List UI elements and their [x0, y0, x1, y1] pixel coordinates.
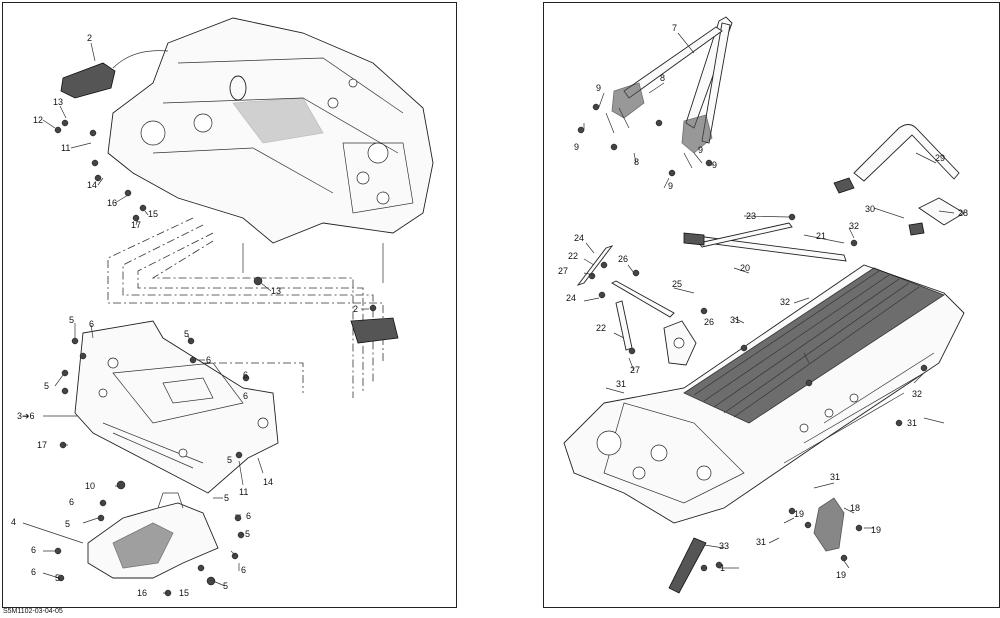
- callout: 32: [849, 221, 859, 231]
- callout: 3➔6: [17, 411, 35, 421]
- callout: 1: [720, 563, 725, 573]
- callout: 5: [184, 329, 189, 339]
- callout: 20: [740, 263, 750, 273]
- callout: 31: [756, 537, 766, 547]
- callout: 17: [131, 220, 141, 230]
- callout: 17: [37, 440, 47, 450]
- callout: 5: [245, 529, 250, 539]
- callout: 6: [241, 565, 246, 575]
- callout: 26: [704, 317, 714, 327]
- callout: 27: [558, 266, 568, 276]
- callout: 13: [271, 286, 281, 296]
- callout: 6: [31, 567, 36, 577]
- skid-plate: [74, 320, 279, 494]
- callout-labels-right: 7 8 9 9 9 8 9 9 29 30 28 23 32 21 24 22 …: [558, 23, 968, 580]
- callout: 2: [353, 304, 358, 314]
- callout: 24: [566, 293, 576, 303]
- callout: 5: [55, 573, 60, 583]
- callout: 19: [836, 570, 846, 580]
- callout: 6: [243, 391, 248, 401]
- callout: 6: [89, 319, 94, 329]
- callout: 6: [246, 511, 251, 521]
- callout: 5: [224, 493, 229, 503]
- document-reference: S5M1102-03-04-05: [3, 608, 63, 615]
- callout: 31: [830, 472, 840, 482]
- plate-part-top: [60, 62, 116, 99]
- callout: 18: [850, 503, 860, 513]
- callout: 9: [668, 181, 673, 191]
- right-diagram-panel: 7 8 9 9 9 8 9 9 29 30 28 23 32 21 24 22 …: [543, 2, 1000, 608]
- callout: 23: [746, 211, 756, 221]
- callout: 31: [616, 379, 626, 389]
- callout: 11: [239, 487, 248, 497]
- callout: 11: [61, 143, 70, 153]
- callout: 16: [137, 588, 147, 598]
- tripod-support: [605, 16, 733, 169]
- callout: 6: [206, 355, 211, 365]
- callout: 14: [263, 477, 273, 487]
- callout: 22: [596, 323, 606, 333]
- chassis-frame: [107, 17, 434, 244]
- left-diagram-panel: 2 13 12 11 14 16 15 17 13 2 5 6 5 6 5 6 …: [2, 2, 457, 608]
- callout: 31: [730, 315, 740, 325]
- callout: 9: [698, 145, 703, 155]
- callout: 7: [672, 23, 677, 33]
- suspension-rods: [576, 222, 847, 366]
- callout: 32: [912, 389, 922, 399]
- callout: 19: [871, 525, 881, 535]
- lower-bracket: [87, 492, 219, 579]
- callout: 5: [227, 455, 232, 465]
- callout: 9: [596, 83, 601, 93]
- callout: 9: [712, 160, 717, 170]
- callout: 2: [87, 33, 92, 43]
- callout: 30: [865, 204, 875, 214]
- callout: 33: [719, 541, 729, 551]
- callout: 6: [243, 370, 248, 380]
- plate-part-right: [350, 317, 399, 344]
- rear-frame-tunnel-diagram: 7 8 9 9 9 8 9 9 29 30 28 23 32 21 24 22 …: [558, 16, 968, 594]
- callout: 4: [11, 517, 16, 527]
- callout: 32: [780, 297, 790, 307]
- callout: 15: [179, 588, 189, 598]
- callout: 12: [33, 115, 43, 125]
- frame-front-assembly-diagram: 2 13 12 11 14 16 15 17 13 2 5 6 5 6 5 6 …: [11, 17, 434, 598]
- callout: 19: [794, 509, 804, 519]
- callout: 27: [630, 365, 640, 375]
- callout: 5: [223, 581, 228, 591]
- callout: 13: [53, 97, 63, 107]
- callout-labels-left: 2 13 12 11 14 16 15 17 13 2 5 6 5 6 5 6 …: [11, 33, 358, 598]
- callout: 5: [44, 381, 49, 391]
- callout: 31: [907, 418, 917, 428]
- slide-plate: [668, 537, 707, 594]
- callout: 8: [660, 73, 665, 83]
- callout: 6: [69, 497, 74, 507]
- callout: 5: [69, 315, 74, 325]
- callout: 16: [107, 198, 117, 208]
- callout: 6: [31, 545, 36, 555]
- tunnel-assembly: [563, 264, 965, 524]
- fasteners-left: [54, 119, 377, 597]
- callout: 26: [618, 254, 628, 264]
- callout: 29: [935, 153, 945, 163]
- callout: 25: [672, 279, 682, 289]
- callout: 21: [816, 231, 826, 241]
- callout: 28: [958, 208, 968, 218]
- rear-bracket: [813, 497, 845, 552]
- rear-bumper: [833, 124, 965, 236]
- callout: 22: [568, 251, 578, 261]
- callout: 5: [65, 519, 70, 529]
- callout: 9: [574, 142, 579, 152]
- fasteners-right: [577, 103, 928, 572]
- callout: 10: [85, 481, 95, 491]
- callout: 15: [148, 209, 158, 219]
- callout: 24: [574, 233, 584, 243]
- callout: 14: [87, 180, 97, 190]
- callout: 8: [634, 157, 639, 167]
